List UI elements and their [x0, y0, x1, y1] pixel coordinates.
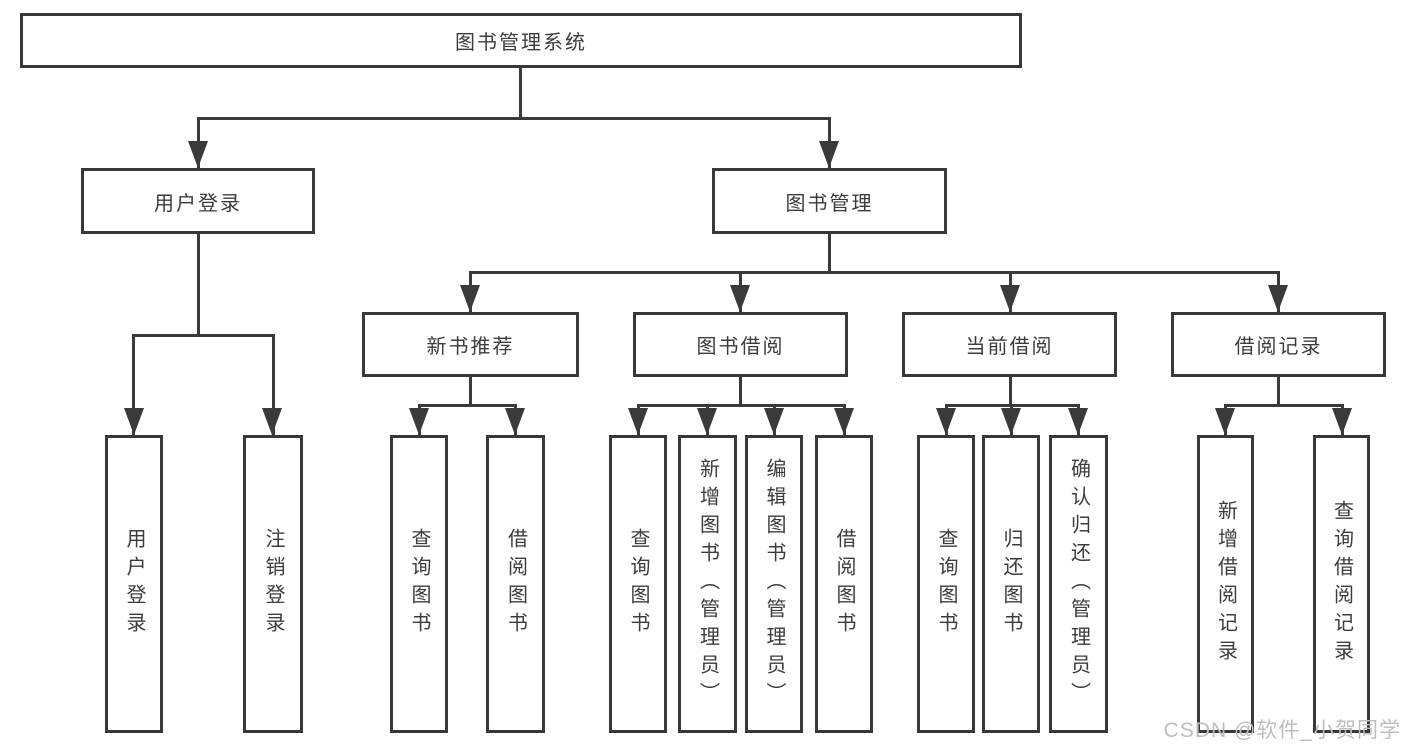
node-book-borrow-label: 图书借阅 [696, 336, 785, 358]
node-current-borrow: 当前借阅 [902, 312, 1117, 377]
leaf-label: 用户登录 [123, 528, 145, 640]
arrow-down-icon [764, 408, 784, 435]
leaf-borrow-books: 借阅图书 [815, 435, 873, 733]
leaf-query-borrow-record: 查询借阅记录 [1313, 435, 1370, 733]
node-new-book-recommend: 新书推荐 [362, 312, 579, 377]
arrow-down-icon [834, 408, 854, 435]
node-book-borrow: 图书借阅 [633, 312, 848, 377]
arrow-down-icon [409, 408, 429, 435]
edge-root-bar [197, 117, 831, 120]
arrow-down-icon [697, 408, 717, 435]
node-new-book-recommend-label: 新书推荐 [426, 336, 515, 358]
node-user-login-label: 用户登录 [154, 192, 242, 215]
arrow-down-icon [1332, 408, 1352, 435]
arrow-down-icon [124, 408, 144, 435]
edge-borrow-records-trunk [1277, 377, 1280, 407]
edge-drop-leaf [132, 334, 135, 435]
edge-current-borrow-trunk [1009, 377, 1012, 407]
node-book-management-label: 图书管理 [785, 192, 874, 215]
arrow-down-icon [628, 408, 648, 435]
arrow-down-icon [188, 141, 208, 168]
leaf-query-books: 查询图书 [917, 435, 975, 733]
leaf-borrow-books: 借阅图书 [486, 435, 545, 733]
leaf-label: 编辑图书（管理员） [763, 458, 785, 710]
edge-book-management-trunk [828, 234, 831, 274]
edge-borrow-records-bar [1224, 404, 1344, 407]
node-borrow-records: 借阅记录 [1171, 312, 1386, 377]
node-borrow-records-label: 借阅记录 [1234, 336, 1323, 358]
leaf-query-books: 查询图书 [609, 435, 667, 733]
leaf-add-borrow-record: 新增借阅记录 [1197, 435, 1254, 733]
leaf-label: 新增图书（管理员） [696, 458, 719, 710]
leaf-edit-books-admin: 编辑图书（管理员） [745, 435, 803, 733]
edge-new-book-bar [418, 404, 517, 407]
node-current-borrow-label: 当前借阅 [965, 336, 1054, 358]
leaf-label: 确认归还（管理员） [1067, 458, 1090, 710]
arrow-down-icon [936, 408, 956, 435]
edge-user-login-bar [133, 334, 275, 337]
csdn-watermark: CSDN @软件_小贺同学 [1163, 719, 1401, 742]
leaf-label: 查询借阅记录 [1330, 500, 1353, 668]
edge-book-borrow-trunk [739, 377, 742, 407]
edge-book-management-bar [469, 271, 1280, 274]
node-root: 图书管理系统 [20, 13, 1022, 68]
leaf-add-books-admin: 新增图书（管理员） [678, 435, 737, 733]
edge-new-book-trunk [469, 377, 472, 407]
node-root-label: 图书管理系统 [455, 32, 587, 54]
edge-drop-leaf [272, 334, 275, 435]
arrow-down-icon [505, 408, 525, 435]
leaf-logout: 注销登录 [243, 435, 303, 733]
arrow-down-icon [730, 285, 750, 312]
leaf-label: 借阅图书 [504, 528, 527, 640]
leaf-user-login: 用户登录 [105, 435, 163, 733]
arrow-down-icon [1215, 408, 1235, 435]
leaf-confirm-return-admin: 确认归还（管理员） [1049, 435, 1108, 733]
arrow-down-icon [1000, 285, 1020, 312]
edge-book-borrow-bar [637, 404, 846, 407]
node-user-login: 用户登录 [81, 168, 315, 234]
arrow-down-icon [1268, 285, 1288, 312]
arrow-down-icon [460, 285, 480, 312]
arrow-down-icon [1068, 408, 1088, 435]
arrow-down-icon [262, 408, 282, 435]
leaf-label: 借阅图书 [833, 528, 855, 640]
node-book-management: 图书管理 [712, 168, 947, 234]
leaf-label: 归还图书 [1000, 528, 1022, 640]
leaf-label: 新增借阅记录 [1214, 500, 1237, 668]
arrow-down-icon [1001, 408, 1021, 435]
leaf-label: 注销登录 [262, 528, 284, 640]
edge-root-trunk [519, 68, 522, 120]
leaf-query-books: 查询图书 [390, 435, 448, 733]
edge-user-login-trunk [197, 234, 200, 337]
arrow-down-icon [819, 141, 839, 168]
leaf-return-books: 归还图书 [982, 435, 1040, 733]
leaf-label: 查询图书 [627, 528, 649, 640]
leaf-label: 查询图书 [408, 528, 430, 640]
leaf-label: 查询图书 [935, 528, 957, 640]
